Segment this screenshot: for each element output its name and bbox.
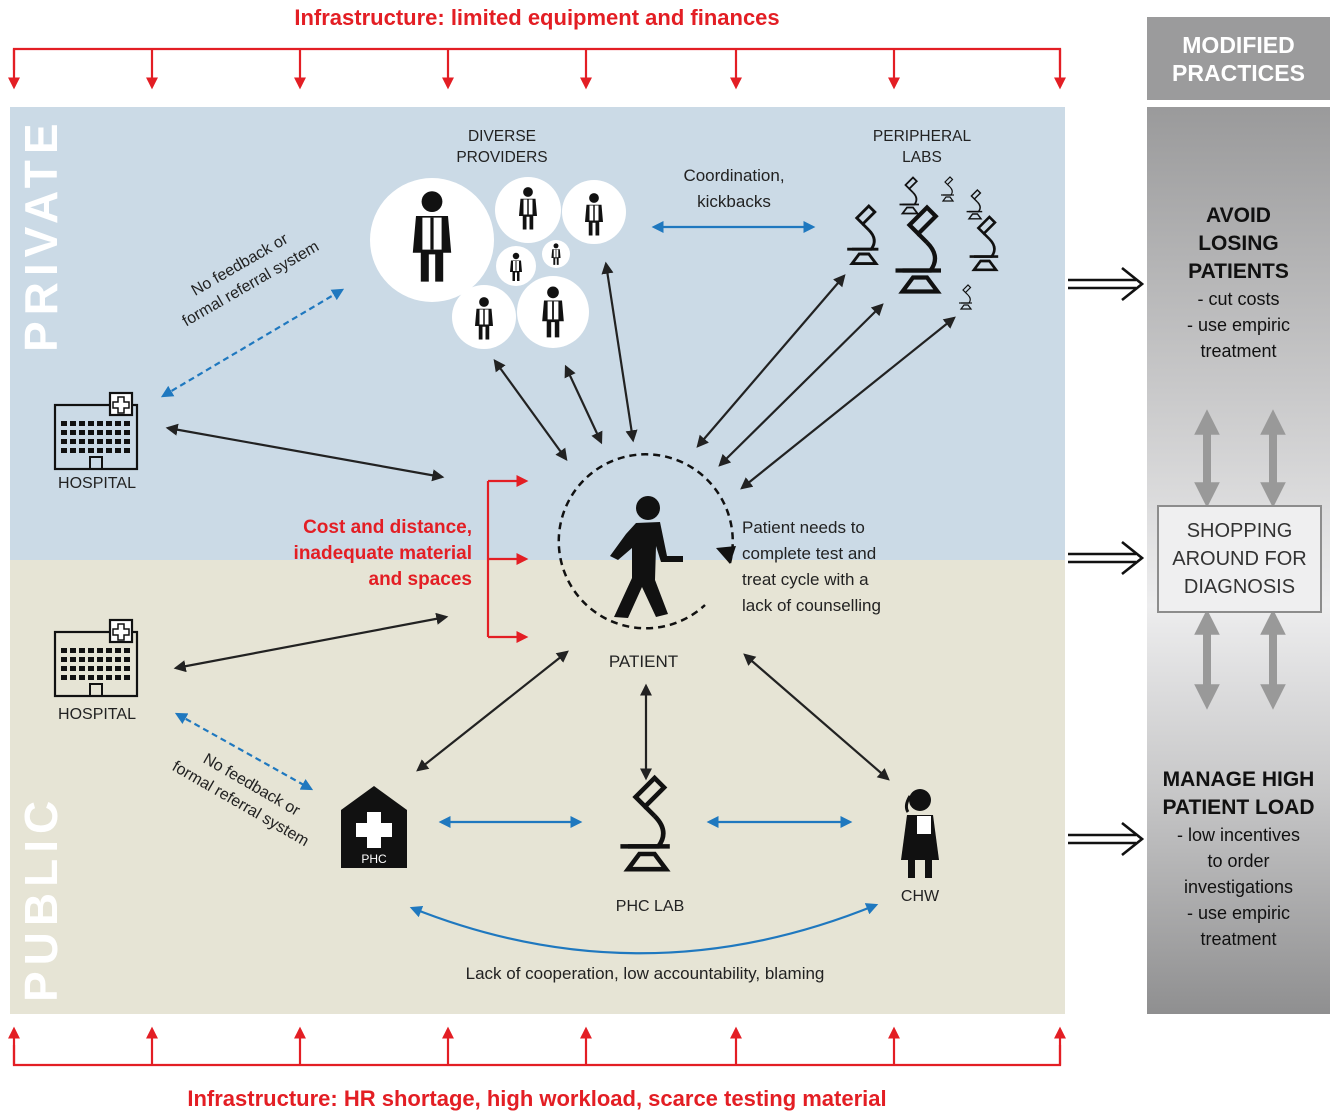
phc-icon: [341, 786, 407, 868]
patient-connections: [165, 261, 956, 781]
to-practices-arrows: [1068, 266, 1145, 857]
public-hospital-icon: [53, 618, 139, 698]
side-gray-arrows: [1194, 409, 1286, 710]
blue-connections: [160, 220, 879, 955]
cooperation-label: Lack of cooperation, low accountability,…: [465, 964, 825, 983]
private-hospital-label: HOSPITAL: [58, 475, 136, 492]
phc-lab-icon: [620, 778, 669, 869]
patient-label: PATIENT: [608, 652, 679, 671]
chw-icon: [901, 789, 939, 878]
infrastructure-bottom-title: Infrastructure: HR shortage, high worklo…: [187, 1086, 887, 1111]
phc-lab-label: PHC LAB: [615, 898, 685, 915]
chw-label: CHW: [900, 888, 940, 905]
avoid-losing-patients-block: AVOID LOSING PATIENTS - cut costs - use …: [1186, 204, 1291, 361]
manage-patient-load-block: MANAGE HIGH PATIENT LOAD - low incentive…: [1162, 768, 1315, 949]
barrier-bracket: [486, 474, 529, 644]
patient-icon: [557, 453, 736, 630]
coordination-label: Coordination,kickbacks: [683, 166, 785, 211]
private-hospital-icon: [53, 391, 139, 471]
peripheral-labs-icon: [845, 176, 1000, 310]
bottom-infrastructure-bracket: [7, 1026, 1067, 1067]
top-infrastructure-bracket: [7, 47, 1067, 90]
infrastructure-top-title: Infrastructure: limited equipment and fi…: [294, 5, 780, 30]
phc-icon-text: PHC: [361, 852, 387, 866]
public-hospital-label: HOSPITAL: [58, 706, 136, 723]
diverse-providers-icon: [370, 177, 626, 349]
shopping-around-box: SHOPPING AROUND FOR DIAGNOSIS: [1157, 505, 1322, 613]
